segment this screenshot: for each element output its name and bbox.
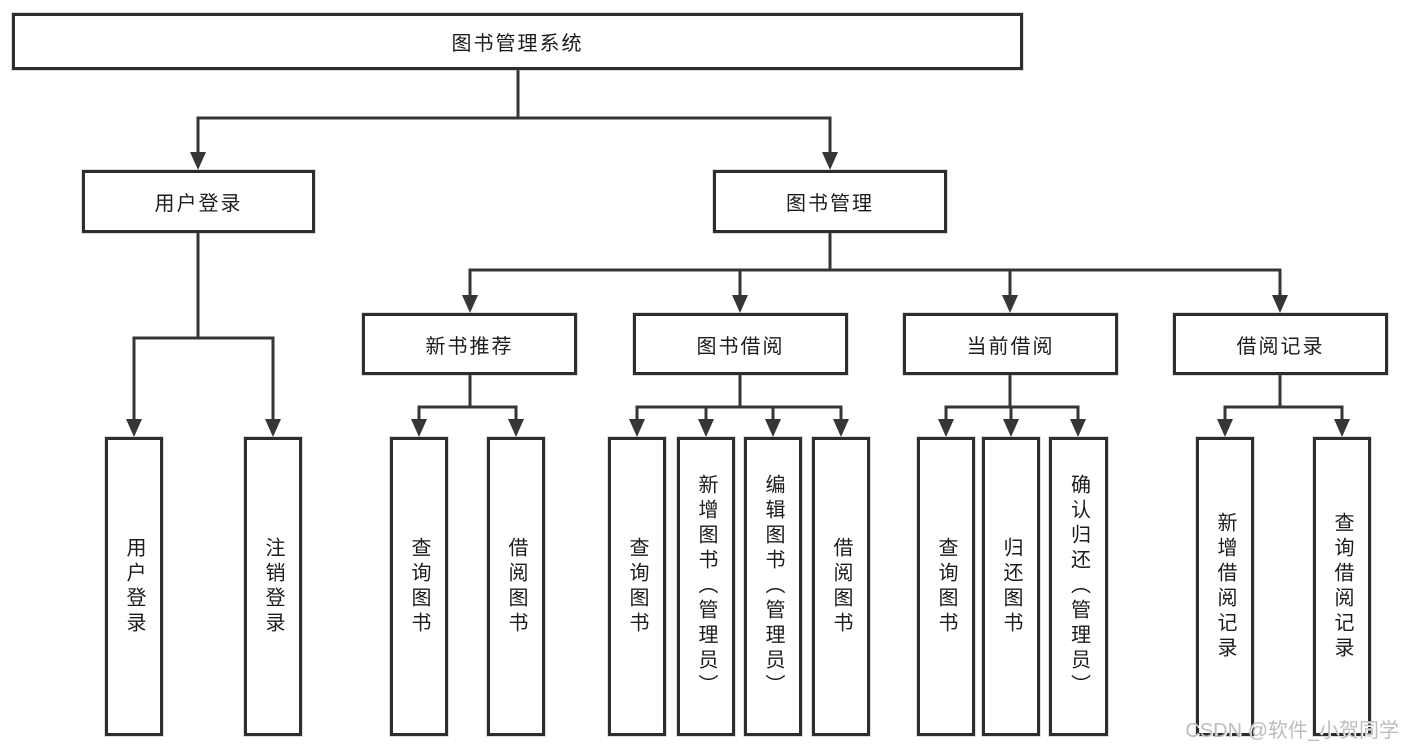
node-label: 用户登录 (154, 193, 243, 215)
node-label: 借阅图书 (505, 536, 527, 637)
leaf-query-books-recommend: 查询图书 (390, 437, 448, 736)
node-label: 编辑图书（管理员） (762, 474, 784, 699)
node-label: 查询图书 (626, 536, 648, 637)
node-label: 新增借阅记录 (1214, 511, 1236, 662)
leaf-borrow-books-recommend: 借阅图书 (487, 437, 545, 736)
node-label: 借阅图书 (830, 536, 852, 637)
node-book-management-module: 图书管理 (713, 170, 947, 233)
leaf-query-books-borrowing: 查询图书 (608, 437, 666, 736)
leaf-borrow-books: 借阅图书 (812, 437, 870, 736)
node-label: 用户登录 (123, 536, 145, 637)
leaf-add-book-admin: 新增图书（管理员） (677, 437, 735, 736)
leaf-add-borrow-record: 新增借阅记录 (1196, 437, 1254, 736)
node-label: 图书管理系统 (451, 33, 584, 55)
node-book-borrowing: 图书借阅 (633, 313, 848, 375)
node-label: 查询借阅记录 (1331, 511, 1353, 662)
node-borrowing-records: 借阅记录 (1173, 313, 1388, 375)
node-label: 新增图书（管理员） (695, 474, 717, 699)
connector-path (132, 68, 1344, 424)
leaf-user-login: 用户登录 (105, 437, 163, 736)
node-user-login-module: 用户登录 (82, 170, 315, 233)
node-label: 查询图书 (408, 536, 430, 637)
node-label: 图书管理 (786, 193, 874, 215)
leaf-logout: 注销登录 (244, 437, 302, 736)
leaf-confirm-return-admin: 确认归还（管理员） (1049, 437, 1108, 736)
node-label: 当前借阅 (966, 335, 1055, 358)
node-label: 图书借阅 (696, 335, 785, 358)
node-label: 归还图书 (1000, 536, 1022, 637)
node-library-management-system: 图书管理系统 (12, 13, 1023, 70)
node-label: 查询图书 (935, 536, 957, 637)
node-label: 新书推荐 (425, 335, 514, 358)
node-label: 借阅记录 (1236, 335, 1325, 358)
node-current-borrowing: 当前借阅 (903, 313, 1118, 375)
leaf-query-borrow-record: 查询借阅记录 (1313, 437, 1371, 736)
leaf-edit-book-admin: 编辑图书（管理员） (744, 437, 802, 736)
leaf-return-book: 归还图书 (982, 437, 1040, 736)
node-label: 注销登录 (262, 536, 284, 637)
node-new-book-recommendation: 新书推荐 (362, 313, 577, 375)
node-label: 确认归还（管理员） (1067, 474, 1090, 699)
leaf-query-books-current: 查询图书 (917, 437, 975, 736)
csdn-watermark: CSDN @软件_小贺同学 (1185, 720, 1399, 742)
